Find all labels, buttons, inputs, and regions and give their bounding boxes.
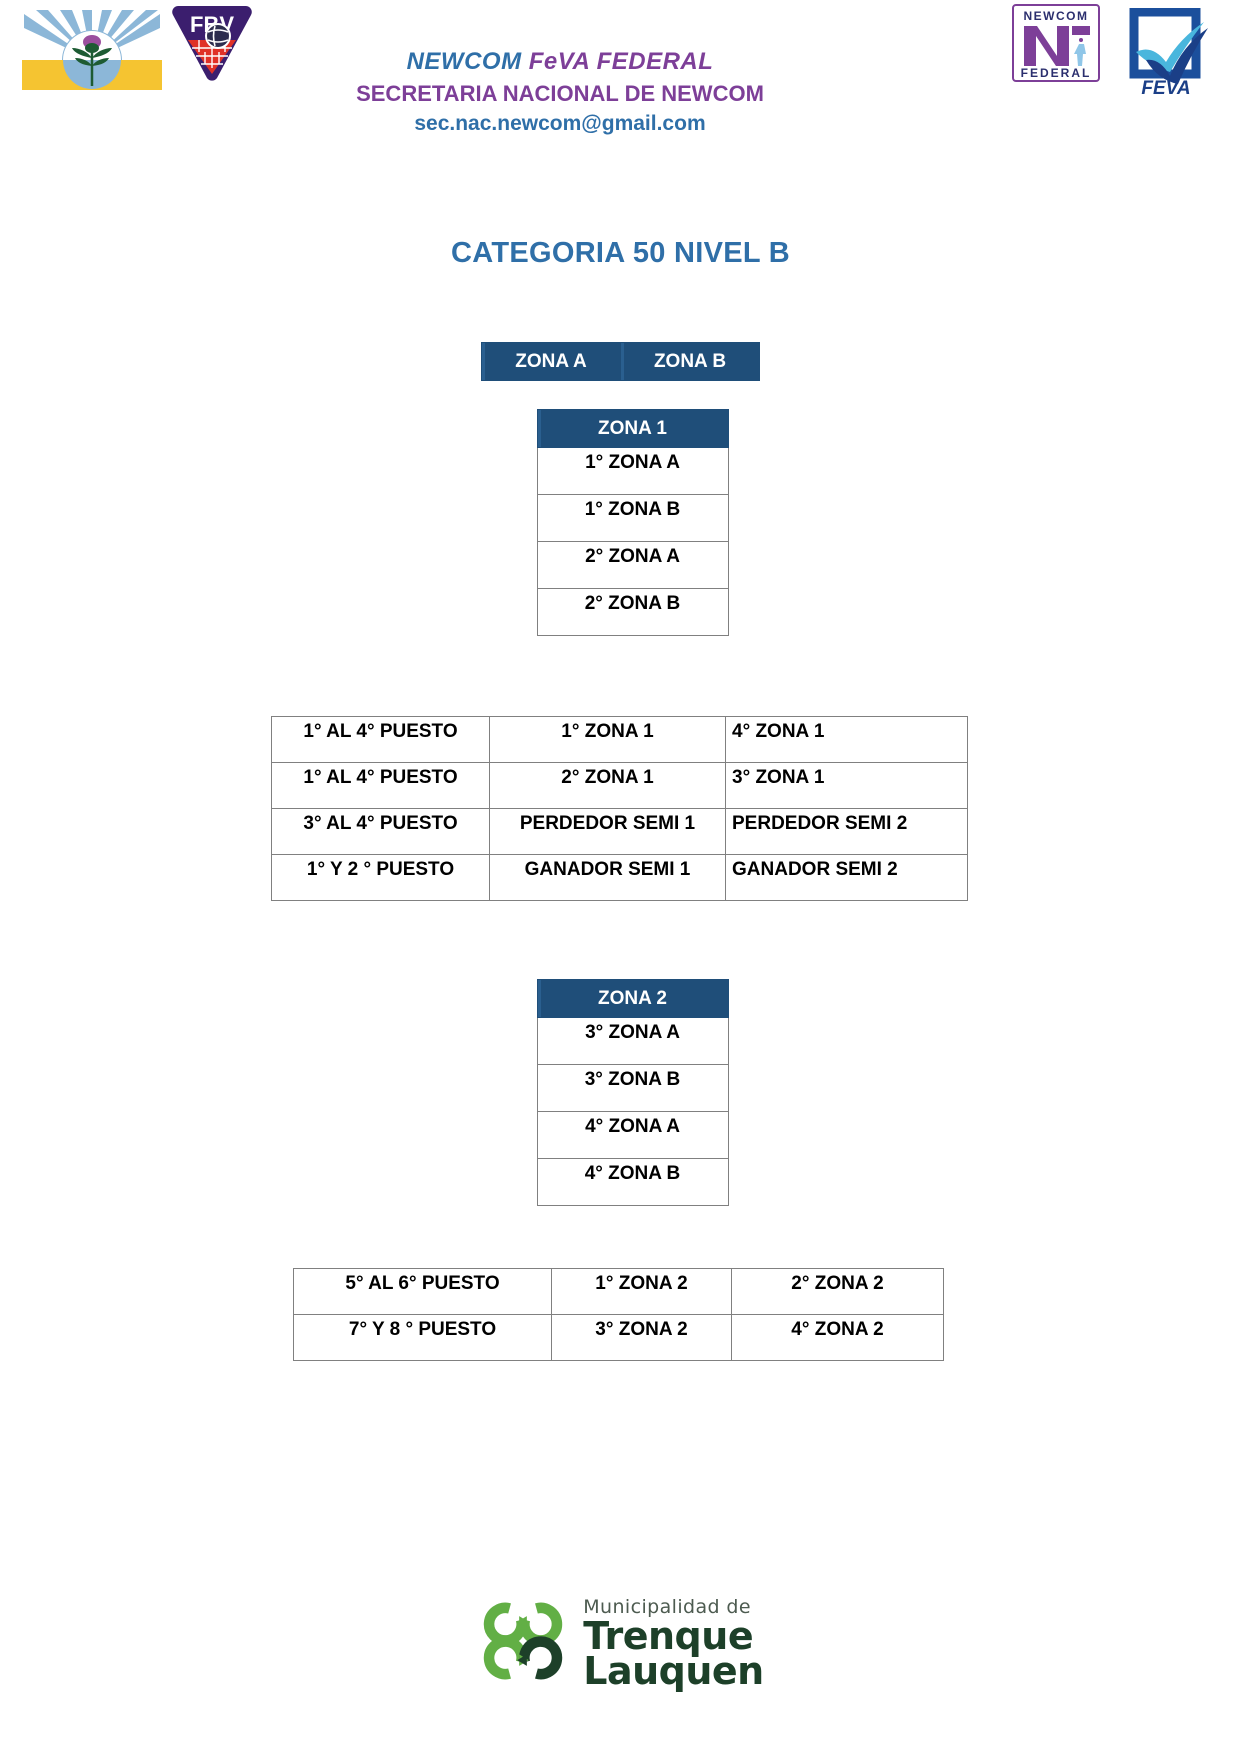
result-right: 4° ZONA 1 [725,716,968,763]
zona-a-header: ZONA A [481,342,621,381]
municipalidad-label: Municipalidad de [583,1596,751,1619]
zona1-header: ZONA 1 [536,409,729,448]
email-line: sec.nac.newcom@gmail.com [414,112,706,135]
zona-ab-table: ZONA A ZONA B [481,342,760,381]
table-row: 3° AL 4° PUESTO PERDEDOR SEMI 1 PERDEDOR… [271,808,968,855]
zona-b-header: ZONA B [620,342,760,381]
table-row: 4° ZONA A [536,1111,729,1159]
results2-table: 5° AL 6° PUESTO 1° ZONA 2 2° ZONA 2 7° Y… [293,1268,944,1361]
result-left: 2° ZONA 1 [489,762,726,809]
secretaria-line: SECRETARIA NACIONAL DE NEWCOM [356,81,764,106]
table-row: 4° ZONA B [536,1158,729,1206]
table-row: 1° ZONA A [536,447,729,495]
trenque-lauquen-flag-icon [22,8,162,90]
municipalidad-city-line1: Trenque [583,1614,754,1659]
result-right: 2° ZONA 2 [731,1268,944,1315]
result-left: 1° ZONA 2 [551,1268,732,1315]
list-item: 2° ZONA B [536,588,729,636]
result-place: 3° AL 4° PUESTO [271,808,490,855]
org-title-line: NEWCOM FeVA FEDERAL [300,48,820,76]
zona2-header: ZONA 2 [536,979,729,1018]
zona1-table: ZONA 1 1° ZONA A 1° ZONA B 2° ZONA A 2° … [536,409,729,636]
result-place: 1° AL 4° PUESTO [271,762,490,809]
result-left: GANADOR SEMI 1 [489,854,726,901]
table-row: ZONA 1 [536,409,729,448]
newcom-federal-logo-icon: NEWCOM FEDERAL [1012,4,1100,82]
result-right: GANADOR SEMI 2 [725,854,968,901]
list-item: 2° ZONA A [536,541,729,589]
result-left: PERDEDOR SEMI 1 [489,808,726,855]
table-row: 7° Y 8 ° PUESTO 3° ZONA 2 4° ZONA 2 [293,1314,944,1361]
municipalidad-text: Municipalidad de Trenque Lauquen [583,1596,764,1693]
list-item: 1° ZONA A [536,447,729,495]
fbv-logo-icon: FBV [172,2,252,86]
table-row: 5° AL 6° PUESTO 1° ZONA 2 2° ZONA 2 [293,1268,944,1315]
table-row: 2° ZONA B [536,588,729,636]
org-title-newcom: NEWCOM [406,48,529,75]
page-title: CATEGORIA 50 NIVEL B [450,237,791,269]
result-place: 7° Y 8 ° PUESTO [293,1314,552,1361]
municipalidad-logo: Municipalidad de Trenque Lauquen [477,1595,764,1692]
result-right: 3° ZONA 1 [725,762,968,809]
list-item: 4° ZONA A [536,1111,729,1159]
document-footer: Municipalidad de Trenque Lauquen [0,1595,1241,1692]
table-row: 2° ZONA A [536,541,729,589]
trenque-lauquen-circles-icon [477,1595,569,1692]
result-left: 3° ZONA 2 [551,1314,732,1361]
table-row: 1° AL 4° PUESTO 1° ZONA 1 4° ZONA 1 [271,716,968,763]
table-row: 1° Y 2 ° PUESTO GANADOR SEMI 1 GANADOR S… [271,854,968,901]
result-right: PERDEDOR SEMI 2 [725,808,968,855]
municipalidad-city-line2: Lauquen [583,1649,764,1693]
table-row: 3° ZONA A [536,1017,729,1065]
table-row: 1° AL 4° PUESTO 2° ZONA 1 3° ZONA 1 [271,762,968,809]
svg-text:FEDERAL: FEDERAL [1021,66,1092,80]
table-row: ZONA A ZONA B [481,342,760,381]
list-item: 3° ZONA A [536,1017,729,1065]
feva-logo-icon: FEVA [1116,7,1216,100]
zona2-section: ZONA 2 3° ZONA A 3° ZONA B 4° ZONA A 4° … [24,979,1241,1206]
result-right: 4° ZONA 2 [731,1314,944,1361]
list-item: 1° ZONA B [536,494,729,542]
result-place: 1° Y 2 ° PUESTO [271,854,490,901]
zona-ab-bar: ZONA A ZONA B [0,342,1241,381]
results1-section: 1° AL 4° PUESTO 1° ZONA 1 4° ZONA 1 1° A… [0,716,1241,901]
list-item: 4° ZONA B [536,1158,729,1206]
result-place: 1° AL 4° PUESTO [271,716,490,763]
table-row: ZONA 2 [536,979,729,1018]
header-org-text: NEWCOM FeVA FEDERAL SECRETARIA NACIONAL … [300,48,820,136]
results2-section: 5° AL 6° PUESTO 1° ZONA 2 2° ZONA 2 7° Y… [0,1268,1241,1361]
table-row: 1° ZONA B [536,494,729,542]
svg-text:FEVA: FEVA [1141,78,1190,99]
org-title-feva-federal: FeVA FEDERAL [528,48,714,75]
svg-text:NEWCOM: NEWCOM [1024,9,1089,23]
result-place: 5° AL 6° PUESTO [293,1268,552,1315]
document-header: FBV NEWCOM FeVA FEDERAL SECRETARIA NACIO… [0,0,1241,165]
table-row: 3° ZONA B [536,1064,729,1112]
zona1-section: ZONA 1 1° ZONA A 1° ZONA B 2° ZONA A 2° … [24,409,1241,636]
zona2-table: ZONA 2 3° ZONA A 3° ZONA B 4° ZONA A 4° … [536,979,729,1206]
results1-table: 1° AL 4° PUESTO 1° ZONA 1 4° ZONA 1 1° A… [271,716,968,901]
list-item: 3° ZONA B [536,1064,729,1112]
result-left: 1° ZONA 1 [489,716,726,763]
